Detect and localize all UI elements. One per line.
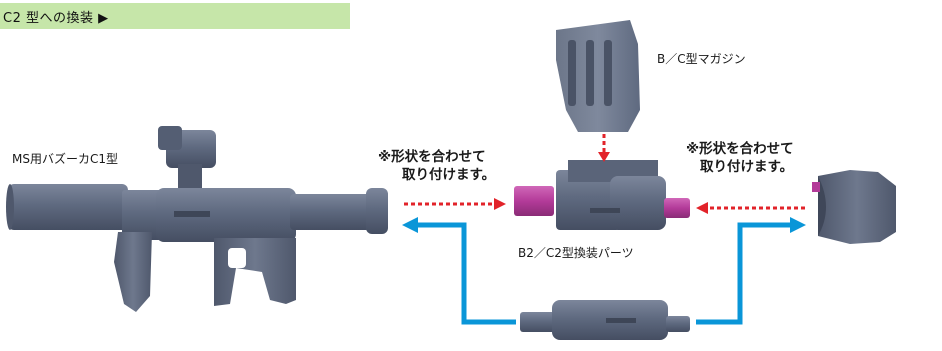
parts-label: B2／C2型換装パーツ	[518, 246, 634, 260]
blue-arrows	[402, 217, 806, 325]
blue-arrow-right-line	[696, 222, 790, 325]
magazine-part	[556, 20, 640, 132]
bazooka-c1	[6, 126, 388, 312]
connector-left	[514, 186, 554, 216]
red-arrow-down-head	[598, 152, 610, 162]
blue-arrow-left-line	[418, 222, 516, 325]
note-right-line-2: 取り付けます。	[700, 159, 794, 175]
conversion-part	[514, 160, 690, 230]
bazooka-rear-tube	[8, 184, 128, 230]
bazooka-muzzle	[366, 188, 388, 234]
red-arrow-right-head	[696, 202, 708, 214]
bazooka-main-body	[156, 188, 296, 242]
note-right: ※形状を合わせて 取り付けます。	[686, 140, 794, 176]
bazooka-trigger-grip	[214, 238, 296, 306]
note-left-line-2: 取り付けます。	[402, 167, 496, 183]
blue-arrow-right-head	[790, 217, 806, 233]
bazooka-rear-section	[122, 190, 162, 240]
warhead-connector	[812, 182, 820, 192]
section-header: C2 型への換装 ▶	[0, 3, 350, 29]
assembled-part	[520, 300, 690, 340]
red-arrow-left-head	[494, 198, 506, 210]
magazine-body	[556, 20, 640, 132]
note-right-line-1: ※形状を合わせて	[686, 141, 794, 157]
assembled-right-stub	[666, 316, 690, 332]
connector-right	[664, 198, 690, 218]
blue-arrow-left-head	[402, 217, 418, 233]
conversion-body-right	[610, 176, 666, 230]
bazooka-scope-mount	[178, 164, 202, 188]
bazooka-fore-grip	[114, 232, 152, 312]
bazooka-label: MS用バズーカC1型	[12, 152, 118, 166]
warhead-part	[812, 170, 896, 244]
magazine-label: B／C型マガジン	[657, 52, 746, 66]
warhead-body	[818, 170, 896, 244]
note-left: ※形状を合わせて 取り付けます。	[378, 148, 495, 184]
bazooka-detail-marks	[174, 211, 210, 217]
assembled-left-stub	[520, 312, 556, 332]
section-title: C2 型への換装 ▶	[3, 10, 109, 26]
conversion-body-left	[556, 170, 620, 230]
note-left-line-1: ※形状を合わせて	[378, 149, 486, 165]
bazooka-front-barrel	[290, 194, 370, 230]
red-arrows	[404, 134, 806, 214]
